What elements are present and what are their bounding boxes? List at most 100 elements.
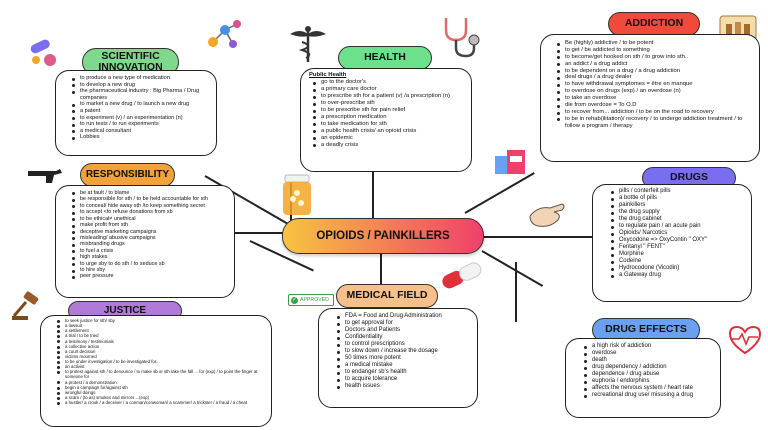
list-item: to control prescriptions [337,341,471,348]
medical-field-box: FDA = Food and Drug Administration to ge… [318,308,478,408]
list-item: a bottle of pills [611,195,745,202]
list-item: affects the nervous system / heart rate [584,385,714,392]
list-item: a lawsuit [57,323,265,329]
list-item: a deadly crisis [313,142,465,149]
list-item: victims mourned [57,354,265,359]
check-icon: ✓ [291,296,298,304]
health-box: Public Health go to the doctor's a prima… [300,68,472,172]
drug-effects-list: a high risk of addiction overdose death … [580,343,714,399]
list-item: to over-prescribe sth [313,100,465,107]
list-item: to overdose on drugs (exp) / an overdose… [557,88,753,95]
list-item: begin a campaign for/against sth [57,385,265,390]
list-item: to take medication for sth [313,121,465,128]
list-item: to conceal/ hide away sth /to keep somet… [72,203,228,209]
list-item: a court decision [57,349,265,354]
list-item: a collective action [57,344,265,349]
list-item: to take an overdose [557,95,753,102]
list-item: overdose [584,350,714,357]
gun-icon [28,169,62,183]
list-item: Be (highly) addictive / to be potent [557,40,753,47]
list-item: to be in rehab(ilitation)/ recovery / to… [557,116,753,130]
list-item: a public health crisis/ an opioid crisis [313,128,465,135]
list-item: to slow down / increase the dosage [337,348,471,355]
connector-line [464,172,535,214]
caduceus-icon [290,26,326,62]
responsibility-title: RESPONSIBILITY [85,168,170,180]
list-item: misleading/ abusive campaigns [72,235,228,241]
addiction-box: Be (highly) addictive / to be potent to … [540,34,760,162]
pills-icon [30,39,56,66]
pill-bottle-icon [283,174,311,215]
list-item: a high risk of addiction [584,343,714,350]
scientific-innovation-list: to produce a new type of medication to d… [68,75,210,141]
list-item: drug dependency / addiction [584,364,714,371]
list-item: Morphine [611,251,745,258]
list-item: to experiment (v) / an experimentation (… [72,115,210,122]
list-item: a patent [72,108,210,115]
list-item: an activist [57,364,265,370]
addiction-title: ADDICTION [624,17,684,30]
pill-boxes-icon [495,150,525,174]
list-item: to be prescribe sth for pain relief [313,107,465,114]
scientific-innovation-box: to produce a new type of medication to d… [55,70,217,156]
heartbeat-icon [728,325,762,355]
justice-list: to seek justice for sth/ sby a lawsuit a… [53,318,265,406]
list-item: a primary care doctor [313,86,465,93]
list-item: be at fault / to blame [72,190,228,196]
molecule-icon [208,20,241,48]
responsibility-pill: RESPONSIBILITY [80,163,175,187]
list-item: misbranding drugs [72,241,228,247]
list-item: an epidemic [313,135,465,142]
list-item: FDA = Food and Drug Administration [337,313,471,320]
list-item: to recover from... addiction / to be on … [557,109,753,116]
list-item: to produce a new type of medication [72,75,210,82]
scientific-innovation-title: SCIENTIFIC INNOVATION [98,49,163,73]
list-item: to get approval for [337,320,471,327]
list-item: Oxycodone => OxyContin " OXY" [611,237,745,244]
list-item: deal drugs / a drug dealer [557,74,753,81]
list-item: to be under investigation / to be invest… [57,359,265,365]
list-item: the pharmaceutical industry : Big Pharma… [72,88,210,101]
list-item: painkillers [611,202,745,209]
drug-effects-box: a high risk of addiction overdose death … [565,338,721,418]
list-item: a protest / a demonstration [57,380,265,385]
medical-field-title: MEDICAL FIELD [346,289,428,302]
list-item: recreational drug use/ misusing a drug [584,392,714,399]
list-item: euphoria / endorphins [584,378,714,385]
connector-line [515,262,517,322]
health-title: HEALTH [364,51,406,64]
list-item: to urge sby to do sth / to seduce sb [72,261,228,267]
list-item: Lobbies [72,134,210,141]
list-item: to hire sby [72,267,228,273]
list-item: Fentanyl " FENT" [611,244,745,251]
list-item: to run tests / to run experiments [72,121,210,128]
list-item: a Gateway drug [611,272,745,279]
list-item: the drug supply [611,209,745,216]
list-item: Opioids/ Narcotics [611,230,745,237]
responsibility-box: be at fault / to blame be responsible fo… [55,185,235,298]
list-item: deceptive marketing campaigns [72,229,228,235]
drug-effects-title: DRUG EFFECTS [605,323,687,336]
list-item: to acquire tolerance [337,376,471,383]
list-item: to be dependent on a drug / a drug addic… [557,68,753,75]
list-item: Hydrocodone (Vicodin) [611,265,745,272]
list-item: to develop a new drug [72,82,210,89]
list-item: a medical mistake [337,362,471,369]
medical-field-list: FDA = Food and Drug Administration to ge… [333,313,471,390]
list-item: an addict / a drug addict [557,61,753,68]
drugs-list: pills / conterfeit pills a bottle of pil… [607,188,745,279]
list-item: to be ethical≠ unethical [72,216,228,222]
list-item: a medical consultant [72,128,210,135]
list-item: to endanger sb's health [337,369,471,376]
list-item: Doctors and Patients [337,327,471,334]
list-item: to become/get hooked on sth / to grow in… [557,54,753,61]
approved-badge-label: APPROVED [300,297,329,303]
connector-line [380,252,382,287]
justice-box: to seek justice for sth/ sby a lawsuit a… [40,315,272,427]
list-item: to market a new drug / to launch a new d… [72,101,210,108]
list-item: Confidentiality [337,334,471,341]
list-item: death [584,357,714,364]
list-item: to get / be addicted to something [557,47,753,54]
list-item: dependence / drug abuse [584,371,714,378]
list-item: Codeine [611,258,745,265]
